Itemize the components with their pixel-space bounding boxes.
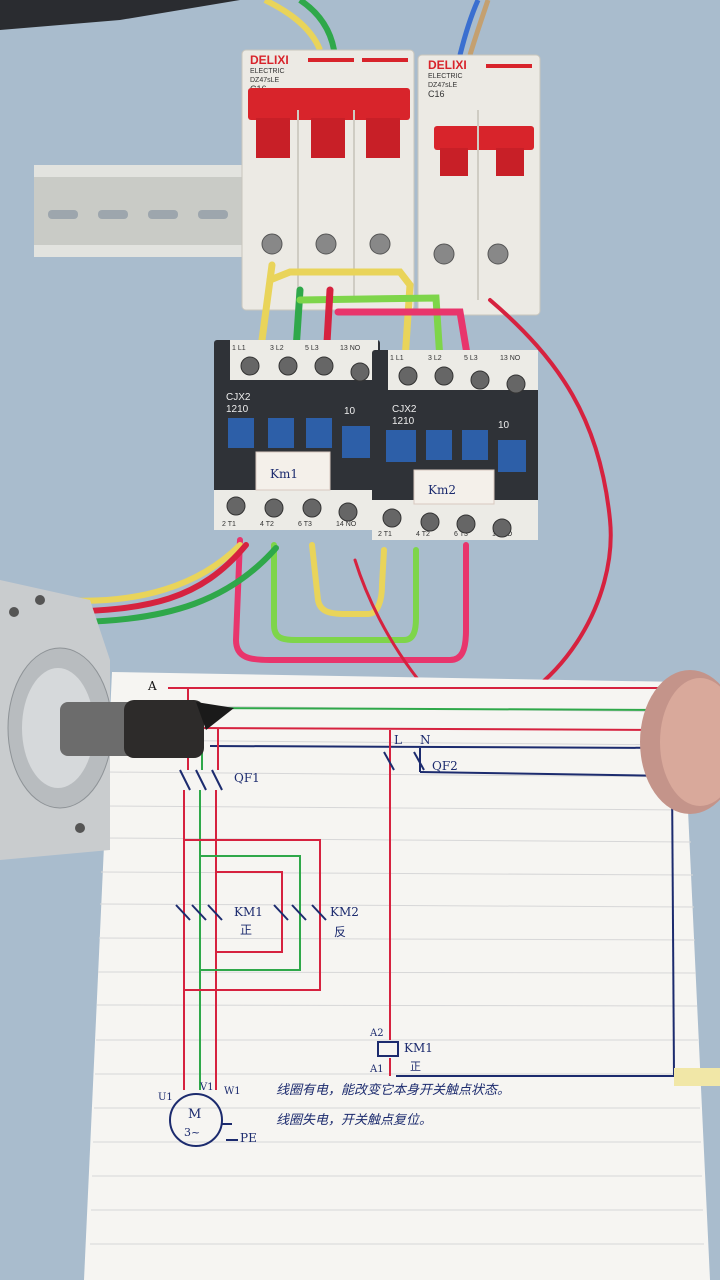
incoming-wire-yellow — [263, 0, 323, 52]
km2-tag: Km2 — [428, 483, 456, 497]
coil-top: A2 — [369, 1028, 384, 1039]
breaker-qf1: DELIXI ELECTRIC DZ47sLE C16 — [241, 49, 415, 311]
km1-b4: 14 NO — [336, 521, 357, 528]
km1-model: CJX2 — [226, 392, 251, 403]
diagram-paper — [84, 672, 710, 1280]
din-rail — [34, 165, 254, 257]
motor-symbol — [169, 1093, 223, 1147]
km2-code: 1210 — [392, 416, 415, 427]
qf1-label: QF1 — [234, 771, 260, 785]
km1-tag: Km1 — [270, 467, 298, 481]
incoming-wire-green — [298, 0, 337, 51]
coil-bottom: A1 — [369, 1064, 384, 1075]
pe-label: PE — [240, 1131, 257, 1145]
km1-t2: 3 L2 — [270, 345, 284, 352]
km2-label: KM2 — [330, 905, 359, 919]
top-wiring — [258, 261, 613, 737]
km2-t1: 1 L1 — [390, 355, 404, 362]
motor-photo — [0, 580, 234, 860]
breaker-2-lever — [434, 126, 534, 150]
line-l: L — [394, 733, 402, 747]
breaker-1-model: DZ47sLE — [250, 77, 280, 84]
km2-model: CJX2 — [392, 404, 417, 415]
km2-aux: 10 — [498, 420, 510, 431]
motor-label: M — [188, 1107, 201, 1122]
coil-label: KM1 — [404, 1041, 433, 1055]
km1-t4: 13 NO — [340, 345, 361, 352]
breaker-1-lever — [248, 88, 410, 120]
km1-aux: 10 — [344, 406, 356, 417]
km2-b2: 4 T2 — [416, 531, 430, 538]
km1-sub: 正 — [240, 923, 252, 937]
km1-b3: 6 T3 — [298, 521, 312, 528]
note-line-1: 线圈有电，能改变它本身开关触点状态。 — [276, 1082, 510, 1098]
breaker-2-model: DZ47sLE — [428, 82, 458, 89]
diagram-labels: A L N QF1 QF2 KM1 正 KM2 反 A2 A1 KM1 正 U1… — [147, 679, 720, 1147]
breaker-1-sub: ELECTRIC — [250, 68, 285, 75]
km2-sub: 反 — [334, 925, 346, 939]
black-cable — [0, 0, 240, 30]
breaker-qf2: DELIXI ELECTRIC DZ47sLE C16 — [417, 54, 541, 316]
km2-t3: 5 L3 — [464, 355, 478, 362]
breaker-2-rating: C16 — [428, 89, 445, 99]
km1-b2: 4 T2 — [260, 521, 274, 528]
km2-label-tag — [413, 469, 495, 505]
km1-b1: 2 T1 — [222, 521, 236, 528]
km1-code: 1210 — [226, 404, 249, 415]
incoming-wire-blue — [457, 0, 481, 56]
qf2-label: QF2 — [432, 759, 458, 773]
km1-t3: 5 L3 — [305, 345, 319, 352]
contactor-km1: 1 L1 3 L2 5 L3 13 NO CJX2 1210 10 Km1 2 … — [214, 340, 380, 530]
km1-t1: 1 L1 — [232, 345, 246, 352]
km2-t2: 3 L2 — [428, 355, 442, 362]
km2-b3: 6 T3 — [454, 531, 468, 538]
breaker-2-sub: ELECTRIC — [428, 73, 463, 80]
motor-w1: W1 — [224, 1086, 241, 1097]
km1-label: KM1 — [234, 905, 263, 919]
km2-t4: 13 NO — [500, 355, 521, 362]
line-n: N — [420, 733, 431, 747]
motor-sub: 3~ — [184, 1126, 200, 1139]
incoming-wire-brown — [467, 0, 491, 56]
km1-label-tag — [255, 451, 331, 491]
breaker-1-brand: DELIXI — [250, 53, 289, 67]
contactor-km2: 1 L1 3 L2 5 L3 13 NO CJX2 1210 10 Km2 2 … — [372, 350, 538, 540]
km2-b1: 2 T1 — [378, 531, 392, 538]
motor-u1: U1 — [158, 1092, 173, 1103]
coil-sub: 正 — [410, 1060, 421, 1073]
yellow-tape — [674, 1068, 720, 1086]
copper-disc — [640, 670, 720, 814]
note-line-2: 线圈失电，开关触点复位。 — [276, 1112, 432, 1128]
motor-v1: V1 — [199, 1082, 214, 1093]
breaker-2-brand: DELIXI — [428, 58, 467, 72]
phase-label: A — [147, 679, 157, 693]
